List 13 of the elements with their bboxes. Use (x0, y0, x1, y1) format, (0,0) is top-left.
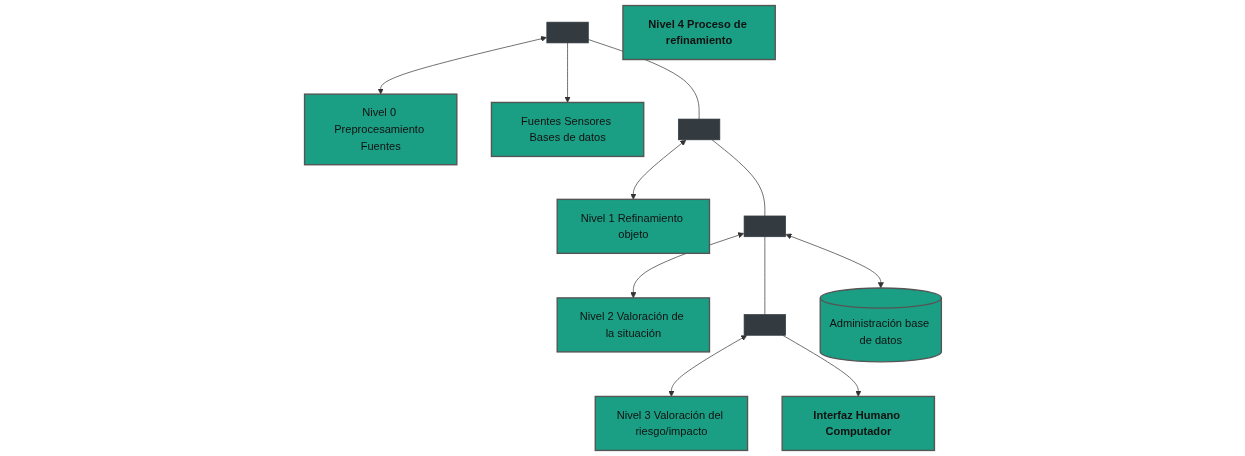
node-box: Nivel 4 Proceso de refinamiento (621, 4, 776, 61)
node-bar (546, 21, 589, 44)
node-bar (743, 314, 786, 336)
node-box: Nivel 0 Preprocesamiento Fuentes (303, 93, 458, 166)
connector (711, 139, 765, 217)
node-bar (743, 215, 786, 238)
node-box: Interfaz Humano Computador (781, 395, 935, 452)
node-box: Nivel 2 Valoración de la situación (556, 297, 710, 353)
node-box: Nivel 3 Valoración del riesgo/impacto (594, 395, 748, 452)
node-box: Fuentes Sensores Bases de datos (490, 101, 644, 158)
node-bar (677, 118, 720, 141)
node-box: Nivel 1 Refinamiento objeto (556, 198, 710, 255)
connector (764, 236, 765, 315)
